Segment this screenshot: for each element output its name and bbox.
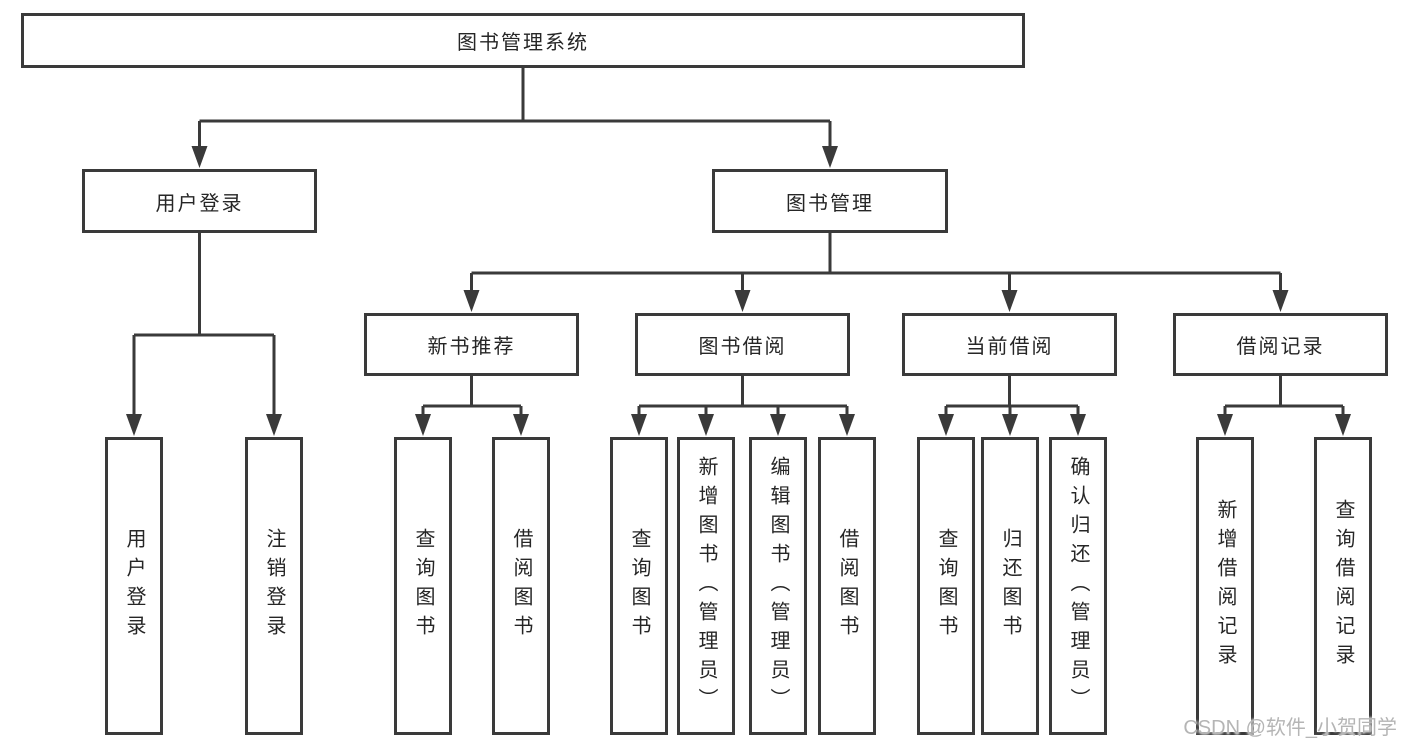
node-section-new-book-recommend: 新书推荐: [364, 313, 579, 376]
watermark: CSDN @软件_小贺同学: [1183, 717, 1397, 739]
node-label: 用户登录: [155, 192, 244, 215]
arrow-to-leaf-search-books-1: [415, 414, 431, 436]
node-label: 归还图书: [999, 528, 1021, 644]
node-leaf-confirm-return-admin: 确认归还（管理员）: [1049, 437, 1107, 735]
node-label: 新书推荐: [427, 336, 516, 358]
node-label: 图书管理系统: [457, 32, 589, 54]
node-root-library-system: 图书管理系统: [21, 13, 1025, 68]
node-label: 查询图书: [935, 528, 957, 644]
arrow-to-leaf-user-login: [126, 414, 142, 436]
edge-records-fork: [1223, 376, 1345, 418]
arrow-to-user-login: [191, 146, 208, 168]
node-label: 新增借阅记录: [1214, 499, 1236, 673]
arrow-to-leaf-add-books: [698, 414, 714, 436]
arrow-to-leaf-borrow-books-2: [839, 414, 855, 436]
node-label: 当前借阅: [965, 336, 1054, 358]
node-label: 编辑图书（管理员）: [767, 455, 789, 717]
node-leaf-borrow-books-borrowing: 借阅图书: [818, 437, 876, 735]
node-leaf-search-books-current: 查询图书: [917, 437, 975, 735]
node-leaf-search-borrow-record: 查询借阅记录: [1314, 437, 1372, 735]
node-branch-user-login: 用户登录: [82, 169, 317, 233]
arrow-to-book-borrowing: [734, 290, 751, 312]
edge-borrowing-fork: [637, 376, 849, 418]
arrow-to-current-borrowing: [1001, 290, 1018, 312]
node-label: 确认归还（管理员）: [1067, 455, 1089, 717]
edge-book-management-fork: [470, 233, 1282, 292]
node-leaf-logout: 注销登录: [245, 437, 303, 735]
node-label: 注销登录: [263, 528, 285, 644]
node-leaf-return-books: 归还图书: [981, 437, 1039, 735]
arrow-to-leaf-search-books-3: [938, 414, 954, 436]
arrow-to-borrow-records: [1272, 290, 1289, 312]
node-leaf-user-login: 用户登录: [105, 437, 163, 735]
node-label: 用户登录: [123, 528, 145, 644]
node-label: 图书借阅: [698, 336, 787, 358]
arrow-to-leaf-return-books: [1002, 414, 1018, 436]
node-label: 查询借阅记录: [1332, 499, 1354, 673]
node-section-borrow-records: 借阅记录: [1173, 313, 1388, 376]
edge-current-fork: [944, 376, 1080, 418]
node-leaf-search-books-recommend: 查询图书: [394, 437, 452, 735]
arrow-to-leaf-search-record: [1335, 414, 1351, 436]
node-leaf-add-borrow-record: 新增借阅记录: [1196, 437, 1254, 735]
arrow-to-leaf-confirm-return: [1070, 414, 1086, 436]
node-label: 查询图书: [412, 528, 434, 644]
node-section-book-borrowing: 图书借阅: [635, 313, 850, 376]
node-section-current-borrowing: 当前借阅: [902, 313, 1117, 376]
node-branch-book-management: 图书管理: [712, 169, 948, 233]
arrow-to-leaf-search-books-2: [631, 414, 647, 436]
arrow-to-leaf-borrow-books-1: [513, 414, 529, 436]
edge-recommend-fork: [421, 376, 523, 418]
node-label: 查询图书: [628, 528, 650, 644]
node-leaf-add-books-admin: 新增图书（管理员）: [677, 437, 735, 735]
edge-root-to-branches: [198, 68, 832, 148]
node-leaf-edit-books-admin: 编辑图书（管理员）: [749, 437, 807, 735]
node-label: 借阅图书: [510, 528, 532, 644]
node-label: 图书管理: [786, 192, 874, 215]
node-leaf-borrow-books-recommend: 借阅图书: [492, 437, 550, 735]
node-leaf-search-books-borrowing: 查询图书: [610, 437, 668, 735]
node-label: 新增图书（管理员）: [695, 455, 717, 717]
arrow-to-leaf-edit-books: [770, 414, 786, 436]
edge-user-login-fork: [132, 233, 276, 416]
arrow-to-leaf-add-record: [1217, 414, 1233, 436]
arrow-to-leaf-logout: [266, 414, 282, 436]
node-label: 借阅记录: [1236, 336, 1325, 358]
node-label: 借阅图书: [836, 528, 858, 644]
arrow-to-new-book-recommend: [463, 290, 480, 312]
arrow-to-book-management: [822, 146, 838, 168]
